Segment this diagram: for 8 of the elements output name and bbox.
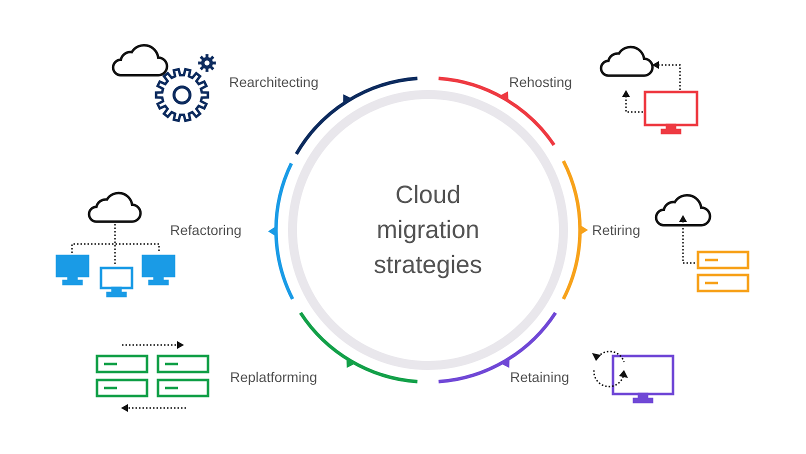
strategy-label: Retaining <box>510 368 570 387</box>
strategy-label: Rehosting <box>509 73 572 92</box>
center-title: Cloud migration strategies <box>372 180 484 280</box>
strategy-label: Retiring <box>592 221 640 240</box>
strategy-label: Rearchitecting <box>229 73 318 92</box>
strategy-label: Refactoring <box>170 221 242 240</box>
strategy-label: Replatforming <box>230 368 318 387</box>
center-ring <box>288 90 568 370</box>
